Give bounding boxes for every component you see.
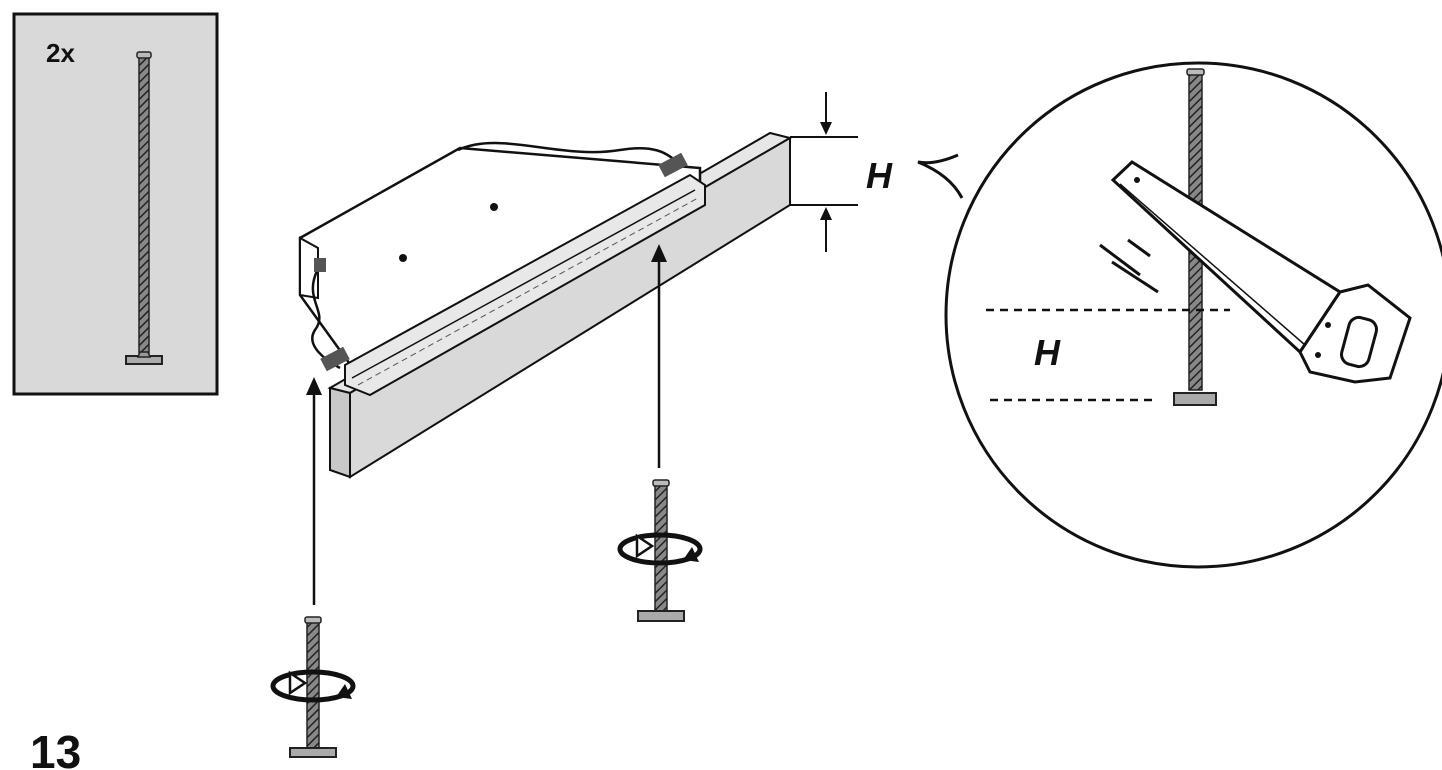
- zoom-detail-callout: H: [917, 61, 1442, 569]
- rotate-icon: [617, 532, 703, 566]
- appliance-body: [298, 141, 706, 397]
- adjustable-foot-left: [270, 616, 356, 758]
- insert-arrow-right: [651, 244, 667, 468]
- insert-arrow-left: [306, 377, 322, 605]
- step-number: 13: [30, 726, 81, 770]
- height-dimension: H: [790, 92, 893, 252]
- saw-icon: [1110, 160, 1412, 384]
- rotate-icon: [270, 669, 356, 703]
- adjustable-foot-right: [617, 479, 703, 622]
- height-label: H: [866, 155, 893, 196]
- quantity-label: 2x: [46, 38, 75, 68]
- zoom-height-label: H: [1034, 332, 1061, 373]
- threaded-rod-icon: [125, 51, 163, 365]
- inset-panel: 2x: [12, 12, 219, 396]
